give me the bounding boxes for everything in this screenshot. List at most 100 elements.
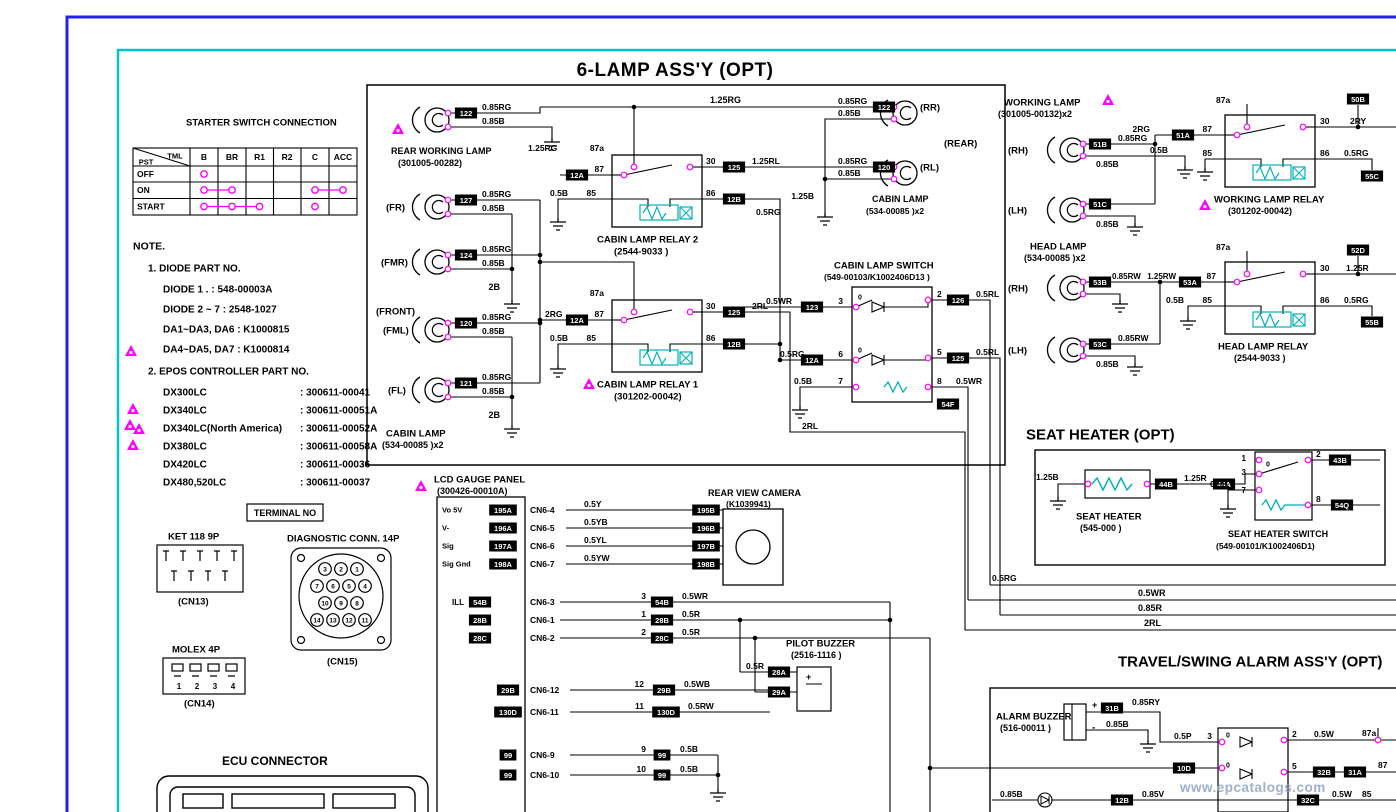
- alarm-buzzer-label: ALARM BUZZER: [996, 711, 1072, 722]
- wire-label: Sig Gnd: [442, 560, 471, 569]
- wire-label: 2RL: [1144, 618, 1162, 628]
- section-travel-alarm: TRAVEL/SWING ALARM ASS'Y (OPT)ALARM BUZZ…: [996, 653, 1388, 806]
- cabin-lamp-switch-label: CABIN LAMP SWITCH: [834, 260, 934, 271]
- cabin-lamp-switch: [851, 286, 933, 403]
- wire-label: 13: [329, 617, 337, 624]
- wire-label: DA1~DA3, DA6 : K1000815: [163, 325, 290, 336]
- wire-label: 0.5B: [794, 376, 812, 386]
- wire-label: 85: [1203, 295, 1213, 305]
- wire-label: 86: [1320, 148, 1330, 158]
- wire-label: (CN14): [184, 698, 215, 709]
- wire-label: 3: [641, 591, 646, 601]
- wire-label: 2RY: [1350, 116, 1367, 126]
- wire-label: (REAR): [944, 138, 977, 149]
- wire-label: (2544-9033 ): [614, 246, 668, 257]
- wire-label: 0.5YB: [584, 517, 608, 527]
- cabin-lamp-relay1-label: CABIN LAMP RELAY 1: [597, 379, 699, 390]
- wire-label: 85: [1203, 148, 1213, 158]
- wire-label: (301202-00042): [1228, 206, 1292, 216]
- net-tag: 125: [722, 161, 746, 173]
- wire-label: (FL): [388, 385, 406, 396]
- watermark: www.epcatalogs.com: [1180, 780, 1326, 795]
- seat-heater-title: SEAT HEATER (OPT): [1026, 426, 1175, 443]
- starter-col-header: B: [201, 152, 207, 162]
- wire-label: ILL: [452, 598, 464, 607]
- net-tag: 12B: [722, 338, 746, 350]
- wire-label: 12: [635, 679, 645, 689]
- wire-label: 0.85B: [482, 116, 505, 126]
- wire-label: 2. EPOS CONTROLLER PART NO.: [148, 367, 309, 378]
- net-tag: 54F: [936, 398, 960, 410]
- net-tag: 121: [454, 377, 478, 389]
- wire-label: 30: [706, 301, 716, 311]
- starter-contact-dot: [339, 186, 347, 194]
- wires-right: [1084, 104, 1396, 363]
- starter-col-header: R1: [254, 152, 265, 162]
- junction-dots: [509, 104, 1361, 778]
- net-tag: 120: [872, 161, 896, 173]
- wire-label: 0.5WR: [956, 376, 982, 386]
- svg-text:50B: 50B: [1351, 95, 1365, 104]
- wire-label: 7: [838, 376, 843, 386]
- net-tag: 124: [454, 249, 478, 261]
- wire-label: 1. DIODE PART NO.: [148, 264, 241, 275]
- wire-label: 5: [347, 583, 351, 590]
- wire-label: (2516-1116 ): [791, 650, 842, 660]
- wire-label: 0.85RY: [1132, 697, 1160, 707]
- wire-label: CN6-11: [530, 707, 559, 717]
- wire-label: 87: [1203, 124, 1213, 134]
- lcd-gauge-panel-label: LCD GAUGE PANEL: [434, 474, 525, 485]
- wire-label: 4: [363, 583, 367, 590]
- svg-text:51C: 51C: [1093, 200, 1107, 209]
- terminal-no-box: [246, 503, 324, 522]
- ket-connector-label: KET 118 9P: [168, 531, 220, 542]
- wire-label: 87: [1378, 760, 1388, 770]
- wire-label: 86: [706, 188, 716, 198]
- wire-label: 3: [213, 682, 218, 691]
- svg-text:29B: 29B: [501, 686, 515, 695]
- wire-label: 0.5WB: [684, 679, 710, 689]
- wire-label: 2RG: [1133, 124, 1151, 134]
- wire-label: 0.5RG: [756, 207, 781, 217]
- wire-label: 87: [1207, 271, 1217, 281]
- wire-label: : 300611-00051A: [300, 406, 377, 417]
- svg-text:28C: 28C: [473, 634, 487, 643]
- wire-label: 2: [195, 682, 200, 691]
- wire-label: 0.5YW: [584, 553, 610, 563]
- svg-text:198B: 198B: [697, 560, 716, 569]
- wire-label: : 300611-00036: [300, 460, 371, 471]
- wire-label: 3: [838, 296, 843, 306]
- wire-label: 0.85B: [1096, 159, 1119, 169]
- svg-text:123: 123: [806, 303, 819, 312]
- net-tag: 44A: [1212, 478, 1236, 490]
- wire-label: 0.5RG: [992, 573, 1017, 583]
- net-tag: 198B: [692, 558, 720, 570]
- svg-text:99: 99: [504, 751, 512, 760]
- wire-label: 1: [177, 682, 182, 691]
- wire-label: 0.85RG: [482, 244, 512, 254]
- lamp-assembly-box: [366, 84, 1006, 466]
- wire-label: 7: [315, 583, 319, 590]
- seat-heater-switch-label: SEAT HEATER SWITCH: [1228, 529, 1328, 539]
- svg-text:195A: 195A: [494, 506, 513, 515]
- wire-label: 0.85B: [1096, 359, 1119, 369]
- net-tag: 29B: [652, 684, 676, 696]
- wire-label: 2RL: [802, 421, 818, 431]
- svg-text:99: 99: [658, 771, 666, 780]
- svg-text:54Q: 54Q: [1335, 501, 1349, 510]
- net-tag: 130D: [652, 706, 680, 718]
- net-tag: 12B: [722, 193, 746, 205]
- head-lamp-label: HEAD LAMP: [1030, 241, 1087, 252]
- wire-label: 0.5WR: [1138, 588, 1166, 598]
- wire-label: 87a: [1362, 728, 1376, 738]
- net-tag: 99: [499, 769, 517, 781]
- wire-label: (LH): [1008, 345, 1027, 356]
- net-tag: 53C: [1088, 338, 1112, 350]
- svg-text:53B: 53B: [1093, 278, 1107, 287]
- cabin-lamp-relay2-label: CABIN LAMP RELAY 2: [597, 234, 698, 245]
- starter-col-header: C: [312, 152, 318, 162]
- molex-connector-label: MOLEX 4P: [172, 644, 221, 655]
